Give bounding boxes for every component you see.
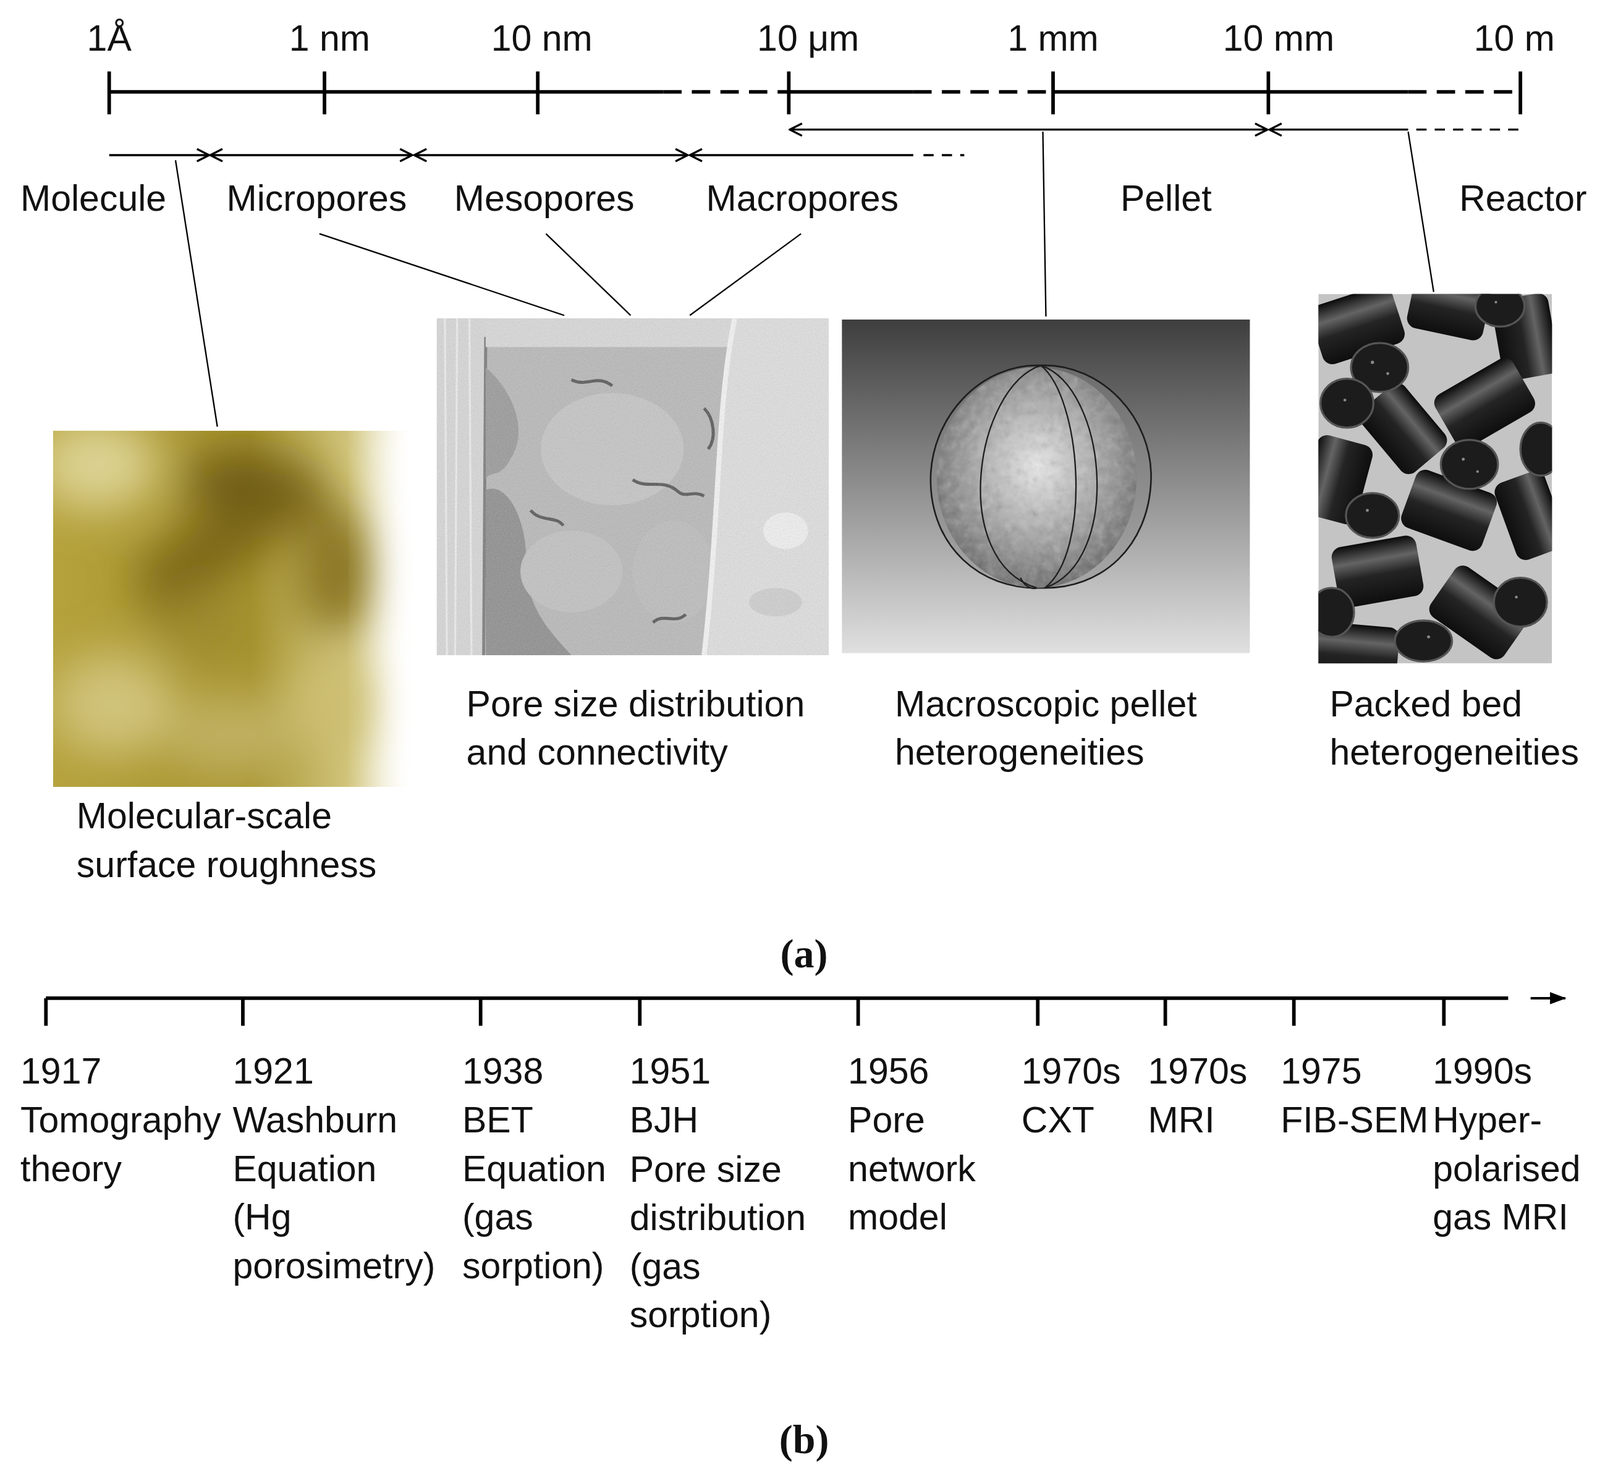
scale-label: Washburn Equation (Hg porosimetry): [232, 1095, 436, 1290]
image-caption: Pore size distribution and connectivity: [466, 679, 834, 777]
scale-label: 1951: [629, 1046, 711, 1096]
roughness-image: [53, 430, 412, 787]
image-panel: Pore size distribution and connectivity: [436, 318, 829, 656]
scale-label: Mesopores: [454, 174, 635, 223]
scale-label: Pellet: [1120, 174, 1212, 223]
panel-letter: (b): [779, 1412, 830, 1467]
scale-label: Tomography theory: [20, 1095, 222, 1193]
timeline-axis: [45, 998, 1566, 1026]
scale-label: 1975: [1280, 1046, 1362, 1096]
scale-label: 1 mm: [1007, 14, 1099, 63]
scale-label: 10 m: [1473, 14, 1555, 63]
scale-label: BET Equation (gas sorption): [462, 1095, 607, 1290]
image-caption: Packed bed heterogeneities: [1329, 679, 1595, 777]
packed-bed-image: [1318, 294, 1552, 664]
scale-label: 1990s: [1432, 1046, 1533, 1096]
scale-label: Pore network model: [847, 1095, 976, 1241]
scale-label: MRI: [1148, 1095, 1215, 1144]
scale-label: 1970s: [1021, 1046, 1122, 1096]
scale-label: Pore size distribution (gas sorption): [629, 1145, 806, 1340]
scale-label: 1Å: [87, 14, 132, 63]
scale-label: 1938: [462, 1046, 544, 1096]
sem-image: [436, 318, 829, 656]
scale-label: Reactor: [1459, 174, 1588, 223]
scale-label: 1921: [232, 1046, 314, 1096]
scale-label: 10 nm: [491, 14, 593, 63]
scale-label: 1970s: [1148, 1046, 1248, 1096]
scale-label: FIB-SEM: [1280, 1095, 1429, 1144]
scale-label: 1956: [847, 1046, 929, 1096]
image-panel: Molecular-scale surface roughness: [53, 430, 412, 787]
scale-label: 10 μm: [757, 14, 860, 63]
scale-label: Hyper-polarised gas MRI: [1432, 1095, 1581, 1241]
scale-label: 1917: [20, 1046, 102, 1096]
scale-label: Molecule: [20, 174, 167, 223]
scale-label: Micropores: [226, 174, 408, 223]
range-arrows: [109, 129, 1521, 156]
image-panel: Packed bed heterogeneities: [1318, 294, 1552, 664]
scale-label: CXT: [1021, 1095, 1095, 1144]
scale-label: BJH: [629, 1095, 699, 1144]
pellet-image: [841, 319, 1250, 654]
scale-label: 1 nm: [289, 14, 371, 63]
scale-label: 10 mm: [1223, 14, 1335, 63]
image-caption: Molecular-scale surface roughness: [76, 791, 414, 889]
scale-axis: [109, 71, 1521, 115]
scale-label: Macropores: [706, 174, 900, 223]
image-panel: Macroscopic pellet heterogeneities: [841, 319, 1250, 654]
image-caption: Macroscopic pellet heterogeneities: [894, 679, 1242, 777]
panel-letter: (a): [780, 926, 829, 981]
